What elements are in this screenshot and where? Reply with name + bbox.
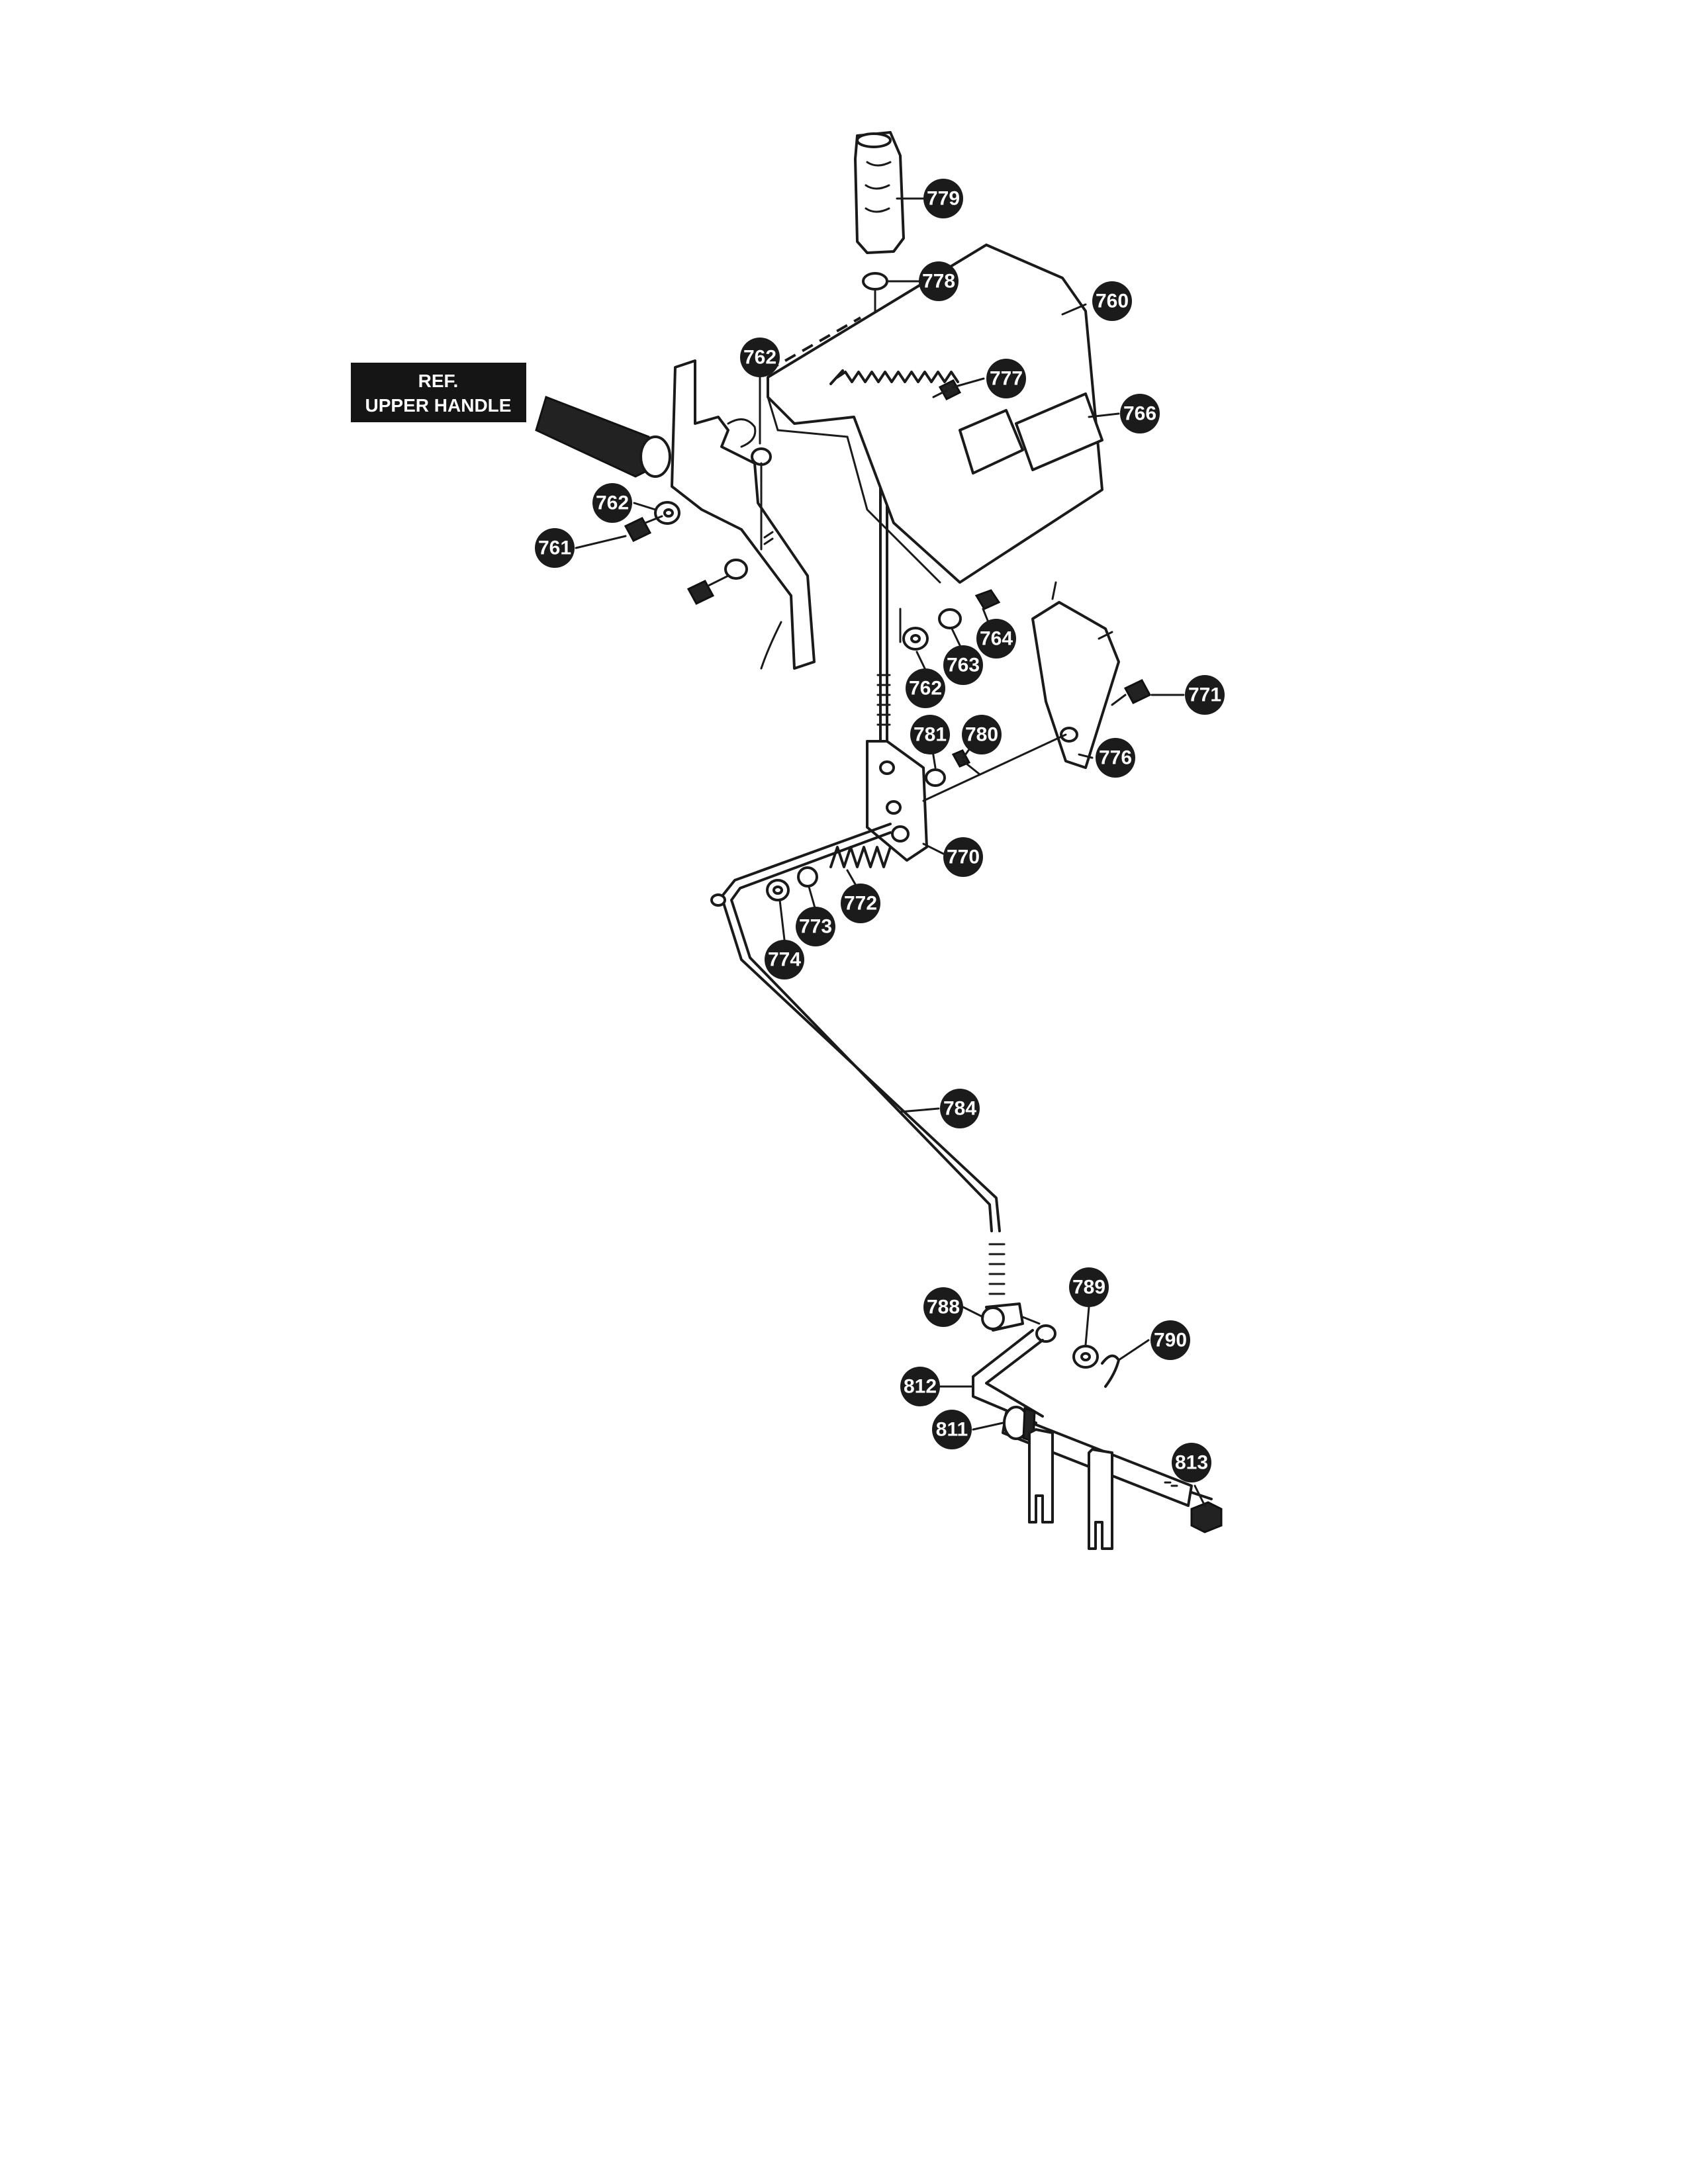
callout-761: 761	[535, 528, 575, 568]
svg-text:772: 772	[844, 893, 877, 915]
svg-text:789: 789	[1072, 1277, 1105, 1298]
callout-812: 812	[900, 1367, 940, 1406]
svg-text:774: 774	[768, 949, 801, 971]
callout-773: 773	[796, 907, 835, 946]
callout-771: 771	[1185, 675, 1225, 715]
callout-780: 780	[962, 715, 1002, 754]
svg-text:788: 788	[927, 1297, 960, 1318]
shift-link-rod	[710, 823, 1006, 1295]
callout-778: 778	[919, 261, 959, 301]
knob-nut	[862, 272, 888, 291]
svg-text:780: 780	[965, 724, 998, 746]
svg-text:779: 779	[927, 188, 960, 210]
callout-762-mid: 762	[906, 668, 945, 708]
left-fasteners	[624, 447, 774, 605]
spring-and-washers	[766, 846, 892, 901]
svg-text:763: 763	[947, 655, 980, 676]
swivel-block	[981, 1302, 1056, 1343]
callout-763: 763	[943, 645, 983, 685]
center-fasteners	[899, 589, 1001, 651]
callout-784: 784	[940, 1089, 980, 1128]
svg-text:761: 761	[538, 537, 571, 559]
upper-handle-assembly	[535, 359, 816, 670]
parts-drawing	[535, 131, 1223, 1550]
shift-knob-grip	[854, 131, 905, 254]
decal-label	[959, 392, 1103, 475]
callouts: 779 778 760 762 777 766 762 761 762 763 …	[535, 179, 1225, 1482]
callout-770: 770	[943, 837, 983, 877]
ref-label-line2: UPPER HANDLE	[365, 395, 512, 416]
ref-label-line1: REF.	[418, 371, 459, 391]
svg-text:762: 762	[596, 492, 629, 514]
callout-781: 781	[910, 715, 950, 754]
shift-console-panel	[767, 244, 1103, 584]
svg-text:762: 762	[743, 347, 776, 369]
svg-text:762: 762	[909, 678, 942, 700]
svg-text:811: 811	[936, 1419, 968, 1441]
svg-text:790: 790	[1154, 1330, 1187, 1351]
callout-774: 774	[765, 940, 804, 979]
svg-text:813: 813	[1175, 1452, 1208, 1474]
callout-766: 766	[1120, 394, 1160, 433]
svg-text:784: 784	[943, 1098, 976, 1120]
svg-text:760: 760	[1096, 291, 1129, 312]
svg-text:778: 778	[922, 271, 955, 293]
callout-772: 772	[841, 884, 880, 923]
svg-text:770: 770	[947, 846, 980, 868]
callout-776: 776	[1096, 738, 1135, 778]
callout-762-left: 762	[592, 483, 632, 523]
shift-shaft-assembly	[972, 1329, 1223, 1550]
leader-lines	[575, 197, 1206, 1507]
callout-788: 788	[923, 1287, 963, 1327]
svg-text:812: 812	[904, 1376, 937, 1398]
washer-and-pin	[1072, 1345, 1120, 1388]
svg-text:776: 776	[1099, 747, 1132, 769]
svg-text:764: 764	[980, 628, 1013, 650]
callout-764: 764	[976, 619, 1016, 659]
svg-text:766: 766	[1123, 403, 1156, 425]
reference-label: REF. UPPER HANDLE	[351, 363, 526, 422]
callout-811: 811	[932, 1410, 972, 1449]
panel-screw	[932, 379, 962, 400]
svg-text:773: 773	[799, 916, 832, 938]
svg-text:771: 771	[1188, 684, 1221, 706]
callout-777: 777	[986, 359, 1026, 398]
callout-790: 790	[1150, 1320, 1190, 1360]
callout-760: 760	[1092, 281, 1132, 321]
svg-text:781: 781	[914, 724, 947, 746]
callout-779: 779	[923, 179, 963, 218]
side-plate	[1031, 581, 1152, 769]
callout-762-top: 762	[740, 338, 780, 377]
svg-text:777: 777	[990, 368, 1023, 390]
callout-813: 813	[1172, 1443, 1211, 1482]
shift-mount-bracket	[866, 733, 1067, 862]
callout-789: 789	[1069, 1267, 1109, 1307]
